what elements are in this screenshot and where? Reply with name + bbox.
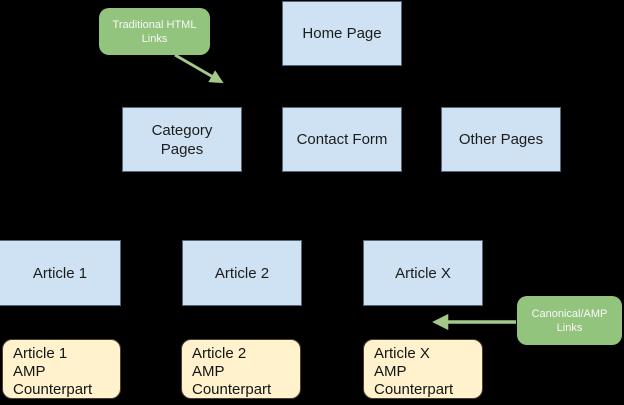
other-pages-label: Other Pages xyxy=(458,131,544,148)
article-1-amp-counterpart-label: Article 1 AMP Counterpart xyxy=(13,345,93,398)
article-x-node: Article X xyxy=(363,240,483,306)
canonical-amp-links-label: Canonical/AMP Links xyxy=(531,307,608,334)
article-x-amp-counterpart-label: Article X AMP Counterpart xyxy=(374,345,454,398)
article-x-label: Article X xyxy=(395,264,451,282)
article-1-amp-counterpart-node: Article 1 AMP Counterpart xyxy=(2,339,121,399)
home-page-node: Home Page xyxy=(282,1,402,66)
article-x-amp-counterpart-node: Article X AMP Counterpart xyxy=(363,339,483,399)
article-2-amp-counterpart-label: Article 2 AMP Counterpart xyxy=(192,345,272,398)
article-1-node: Article 1 xyxy=(0,240,121,306)
contact-form-label: Contact Form xyxy=(296,131,388,148)
traditional-html-links-label: Traditional HTML Links xyxy=(112,18,197,45)
traditional-html-links-callout: Traditional HTML Links xyxy=(99,8,210,55)
category-pages-label: Category Pages xyxy=(151,121,213,158)
traditional-links-arrow xyxy=(174,53,224,84)
home-page-label: Home Page xyxy=(302,25,382,42)
article-2-node: Article 2 xyxy=(182,240,302,306)
canonical-amp-links-callout: Canonical/AMP Links xyxy=(517,296,622,345)
category-pages-node: Category Pages xyxy=(122,107,242,172)
article-1-label: Article 1 xyxy=(32,264,88,282)
other-pages-node: Other Pages xyxy=(441,107,561,172)
article-2-amp-counterpart-node: Article 2 AMP Counterpart xyxy=(181,339,301,399)
contact-form-node: Contact Form xyxy=(282,107,402,172)
article-2-label: Article 2 xyxy=(214,264,270,282)
